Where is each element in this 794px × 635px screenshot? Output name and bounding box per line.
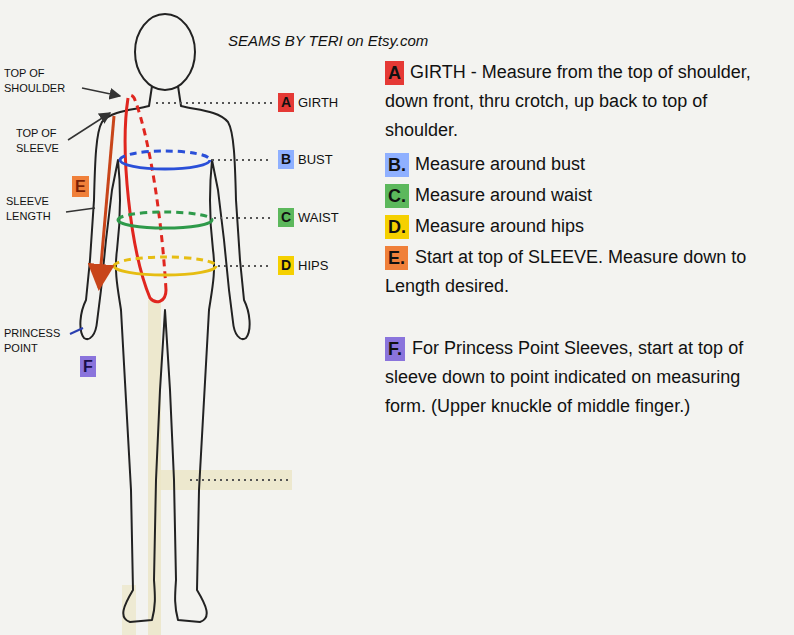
instruction-text: For Princess Point Sleeves, start at top… [385, 334, 785, 421]
part-label: TOP OF SLEEVE [16, 126, 74, 156]
leader-line [70, 328, 83, 334]
callout-letter: F. [388, 339, 402, 359]
instruction-text: Measure around hips [385, 212, 785, 241]
bust-line-front [120, 160, 210, 169]
leader-arrow [82, 88, 120, 96]
dotted-leader [214, 217, 272, 219]
instruction-text: GIRTH - Measure from the top of shoulder… [385, 58, 785, 145]
callout-letter-box: F [80, 356, 96, 377]
dotted-leader [156, 102, 272, 104]
part-label: SLEEVE LENGTH [6, 194, 66, 224]
callout-letter-box: B [278, 150, 294, 169]
measure-label: HIPS [298, 258, 328, 274]
watermark-title: SEAMS BY TERI on Etsy.com [228, 32, 428, 49]
dotted-leader [212, 159, 272, 161]
callout-letter-box: D [278, 256, 294, 275]
callout-letter-box: E. [385, 246, 408, 270]
callout-letter: D. [388, 217, 406, 237]
callout-letter-box: F. [385, 337, 405, 361]
callout-letter-box: D. [385, 215, 409, 239]
instruction-text: Measure around bust [385, 150, 785, 179]
dotted-leader [190, 479, 290, 481]
girth-loop-back [128, 95, 166, 290]
callout-letter-box: A [278, 93, 294, 112]
callout-letter: B [281, 151, 291, 167]
waist-line-back [118, 212, 212, 220]
callout-letter-box: B. [385, 153, 409, 177]
callout-letter: F [83, 358, 93, 375]
sleeve-arrow [99, 116, 114, 288]
callout-letter: E [75, 178, 86, 195]
leader-arrow [68, 113, 110, 140]
callout-letter: C. [388, 186, 406, 206]
callout-letter: B. [388, 155, 406, 175]
measure-label: GIRTH [298, 95, 338, 111]
body-outline [80, 86, 249, 622]
tape-strip [150, 470, 292, 490]
part-label: PRINCESS POINT [4, 326, 70, 356]
callout-letter: C [281, 209, 291, 225]
callout-letter-box: C. [385, 184, 409, 208]
dotted-leader [218, 265, 272, 267]
instruction-text: Measure around waist [385, 181, 785, 210]
hips-line-front [114, 266, 216, 275]
callout-letter: A [281, 94, 291, 110]
waist-line-front [118, 220, 212, 228]
measure-label: BUST [298, 152, 333, 168]
callout-letter: A [388, 63, 401, 83]
callout-letter-box: E [72, 176, 89, 197]
callout-letter: E. [388, 248, 405, 268]
instruction-text: Start at top of SLEEVE. Measure down to … [385, 243, 785, 301]
callout-letter: D [281, 257, 291, 273]
leader-line [66, 208, 95, 212]
girth-loop-front [125, 98, 166, 302]
hips-line-back [114, 257, 216, 266]
measure-label: WAIST [298, 210, 339, 226]
callout-letter-box: A [385, 61, 404, 85]
part-label: TOP OF SHOULDER [4, 66, 80, 96]
callout-letter-box: C [278, 208, 294, 227]
bust-line-back [120, 151, 210, 160]
head-outline [135, 14, 195, 90]
